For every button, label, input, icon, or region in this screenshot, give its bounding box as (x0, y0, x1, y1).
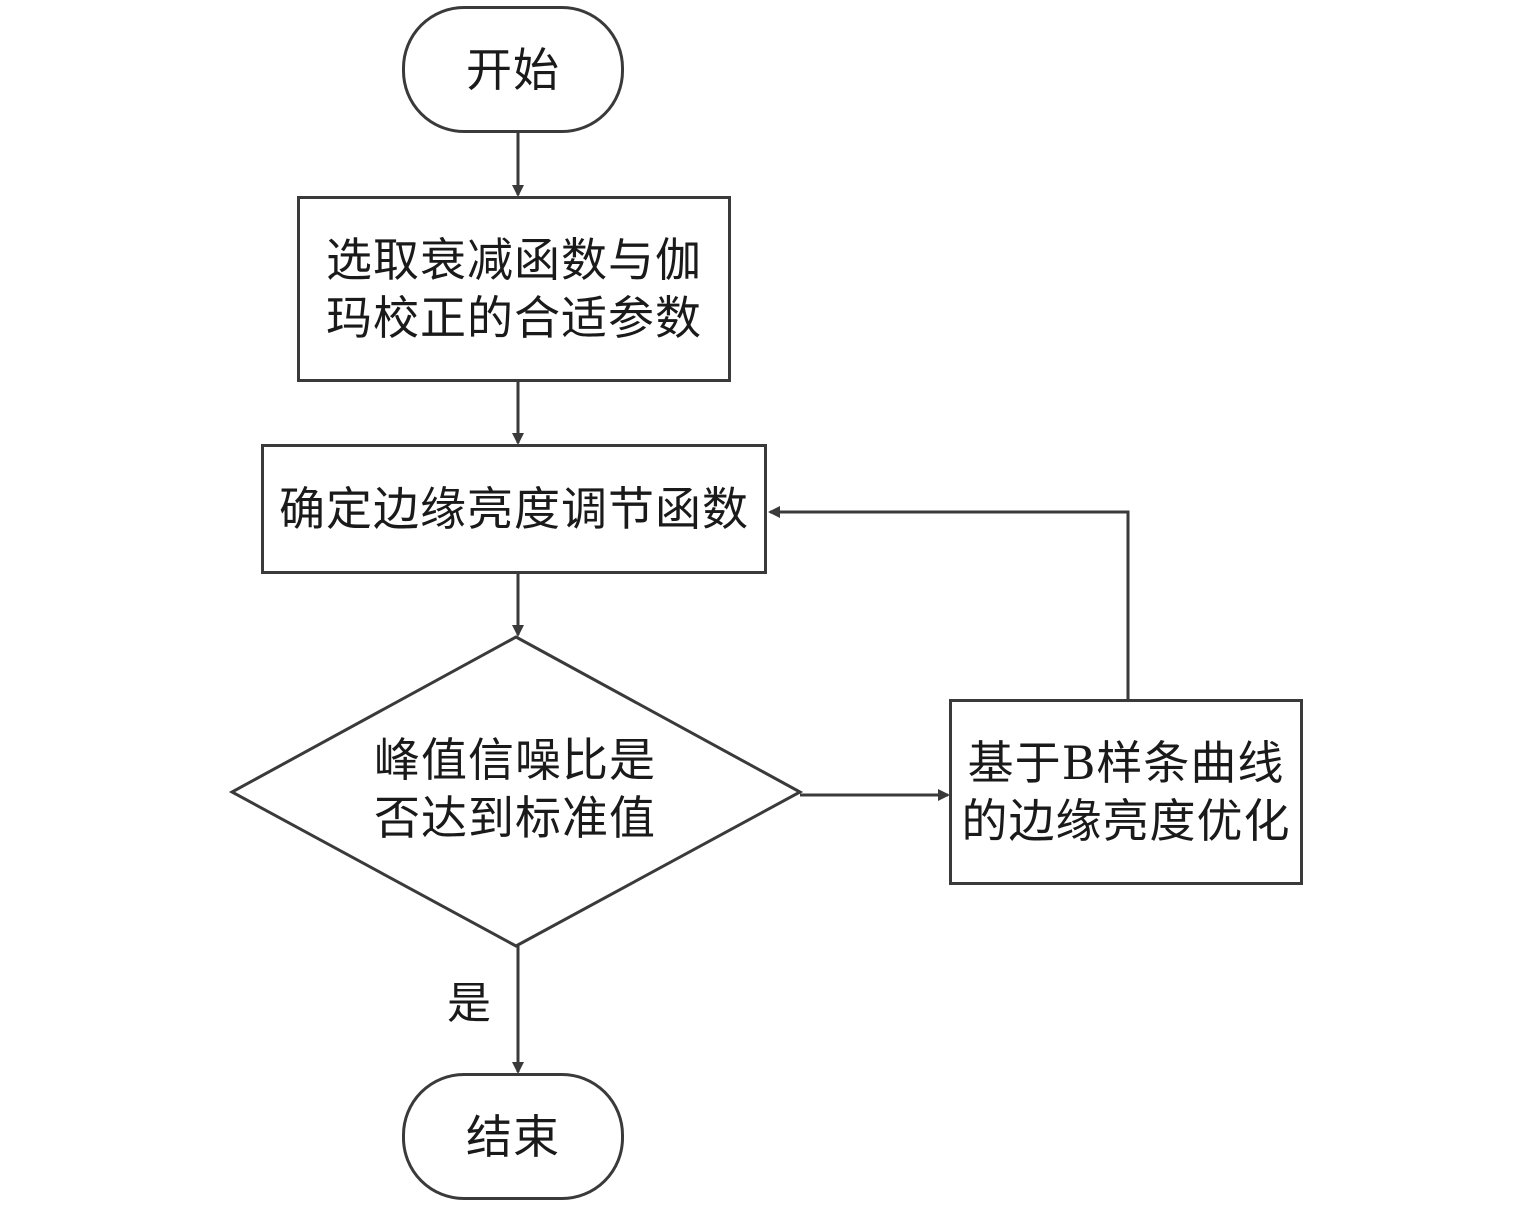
end-terminal: 结束 (402, 1073, 624, 1200)
process-edge-brightness-function: 确定边缘亮度调节函数 (261, 444, 767, 574)
end-label: 结束 (466, 1109, 560, 1164)
yes-branch-label: 是 (447, 978, 491, 1029)
start-label: 开始 (466, 42, 560, 97)
arrow-optimize-to-step2 (768, 506, 1130, 700)
start-terminal: 开始 (402, 6, 624, 133)
decision-diamond (228, 635, 804, 948)
process-bspline-optimization-line-1: 基于B样条曲线 (967, 736, 1285, 790)
decision-line-2: 否达到标准值 (374, 791, 656, 845)
process-select-parameters-line-2: 玛校正的合适参数 (326, 291, 702, 345)
process-select-parameters-line-1: 选取衰减函数与伽 (326, 233, 702, 287)
process-bspline-optimization-line-2: 的边缘亮度优化 (961, 794, 1291, 848)
process-bspline-optimization: 基于B样条曲线 的边缘亮度优化 (949, 699, 1303, 885)
process-select-parameters: 选取衰减函数与伽 玛校正的合适参数 (297, 196, 731, 382)
decision-line-1: 峰值信噪比是 (374, 733, 656, 787)
process-edge-brightness-function-label: 确定边缘亮度调节函数 (279, 482, 749, 536)
decision-text: 峰值信噪比是 否达到标准值 (330, 727, 700, 851)
